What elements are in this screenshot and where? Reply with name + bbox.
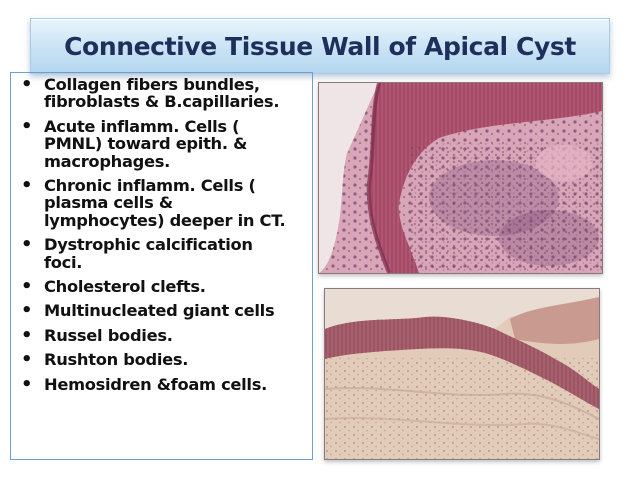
slide-title-banner: Connective Tissue Wall of Apical Cyst	[30, 18, 610, 74]
micrograph-bottom-illustration	[325, 289, 599, 459]
micrograph-bottom-image	[324, 288, 600, 460]
bullet-item: Cholesterol clefts.	[11, 278, 312, 296]
bullet-item: Hemosidren &foam cells.	[11, 375, 312, 393]
bullet-item: Rushton bodies.	[11, 351, 312, 369]
micrograph-top-illustration	[319, 83, 602, 273]
bullet-item: Collagen fibers bundles, fibroblasts & B…	[11, 76, 312, 111]
slide-title: Connective Tissue Wall of Apical Cyst	[64, 31, 576, 61]
bullet-item: Acute inflamm. Cells ( PMNL) toward epit…	[11, 118, 312, 170]
micrograph-top-image	[318, 82, 603, 274]
bullet-item: Chronic inflamm. Cells ( plasma cells & …	[11, 177, 312, 229]
bullet-item: Dystrophic calcification foci.	[11, 236, 312, 271]
bullet-item: Russel bodies.	[11, 326, 312, 344]
bullet-item: Multinucleated giant cells	[11, 302, 312, 320]
bullet-list-box: Collagen fibers bundles, fibroblasts & B…	[10, 72, 313, 460]
bullet-list: Collagen fibers bundles, fibroblasts & B…	[11, 76, 312, 394]
